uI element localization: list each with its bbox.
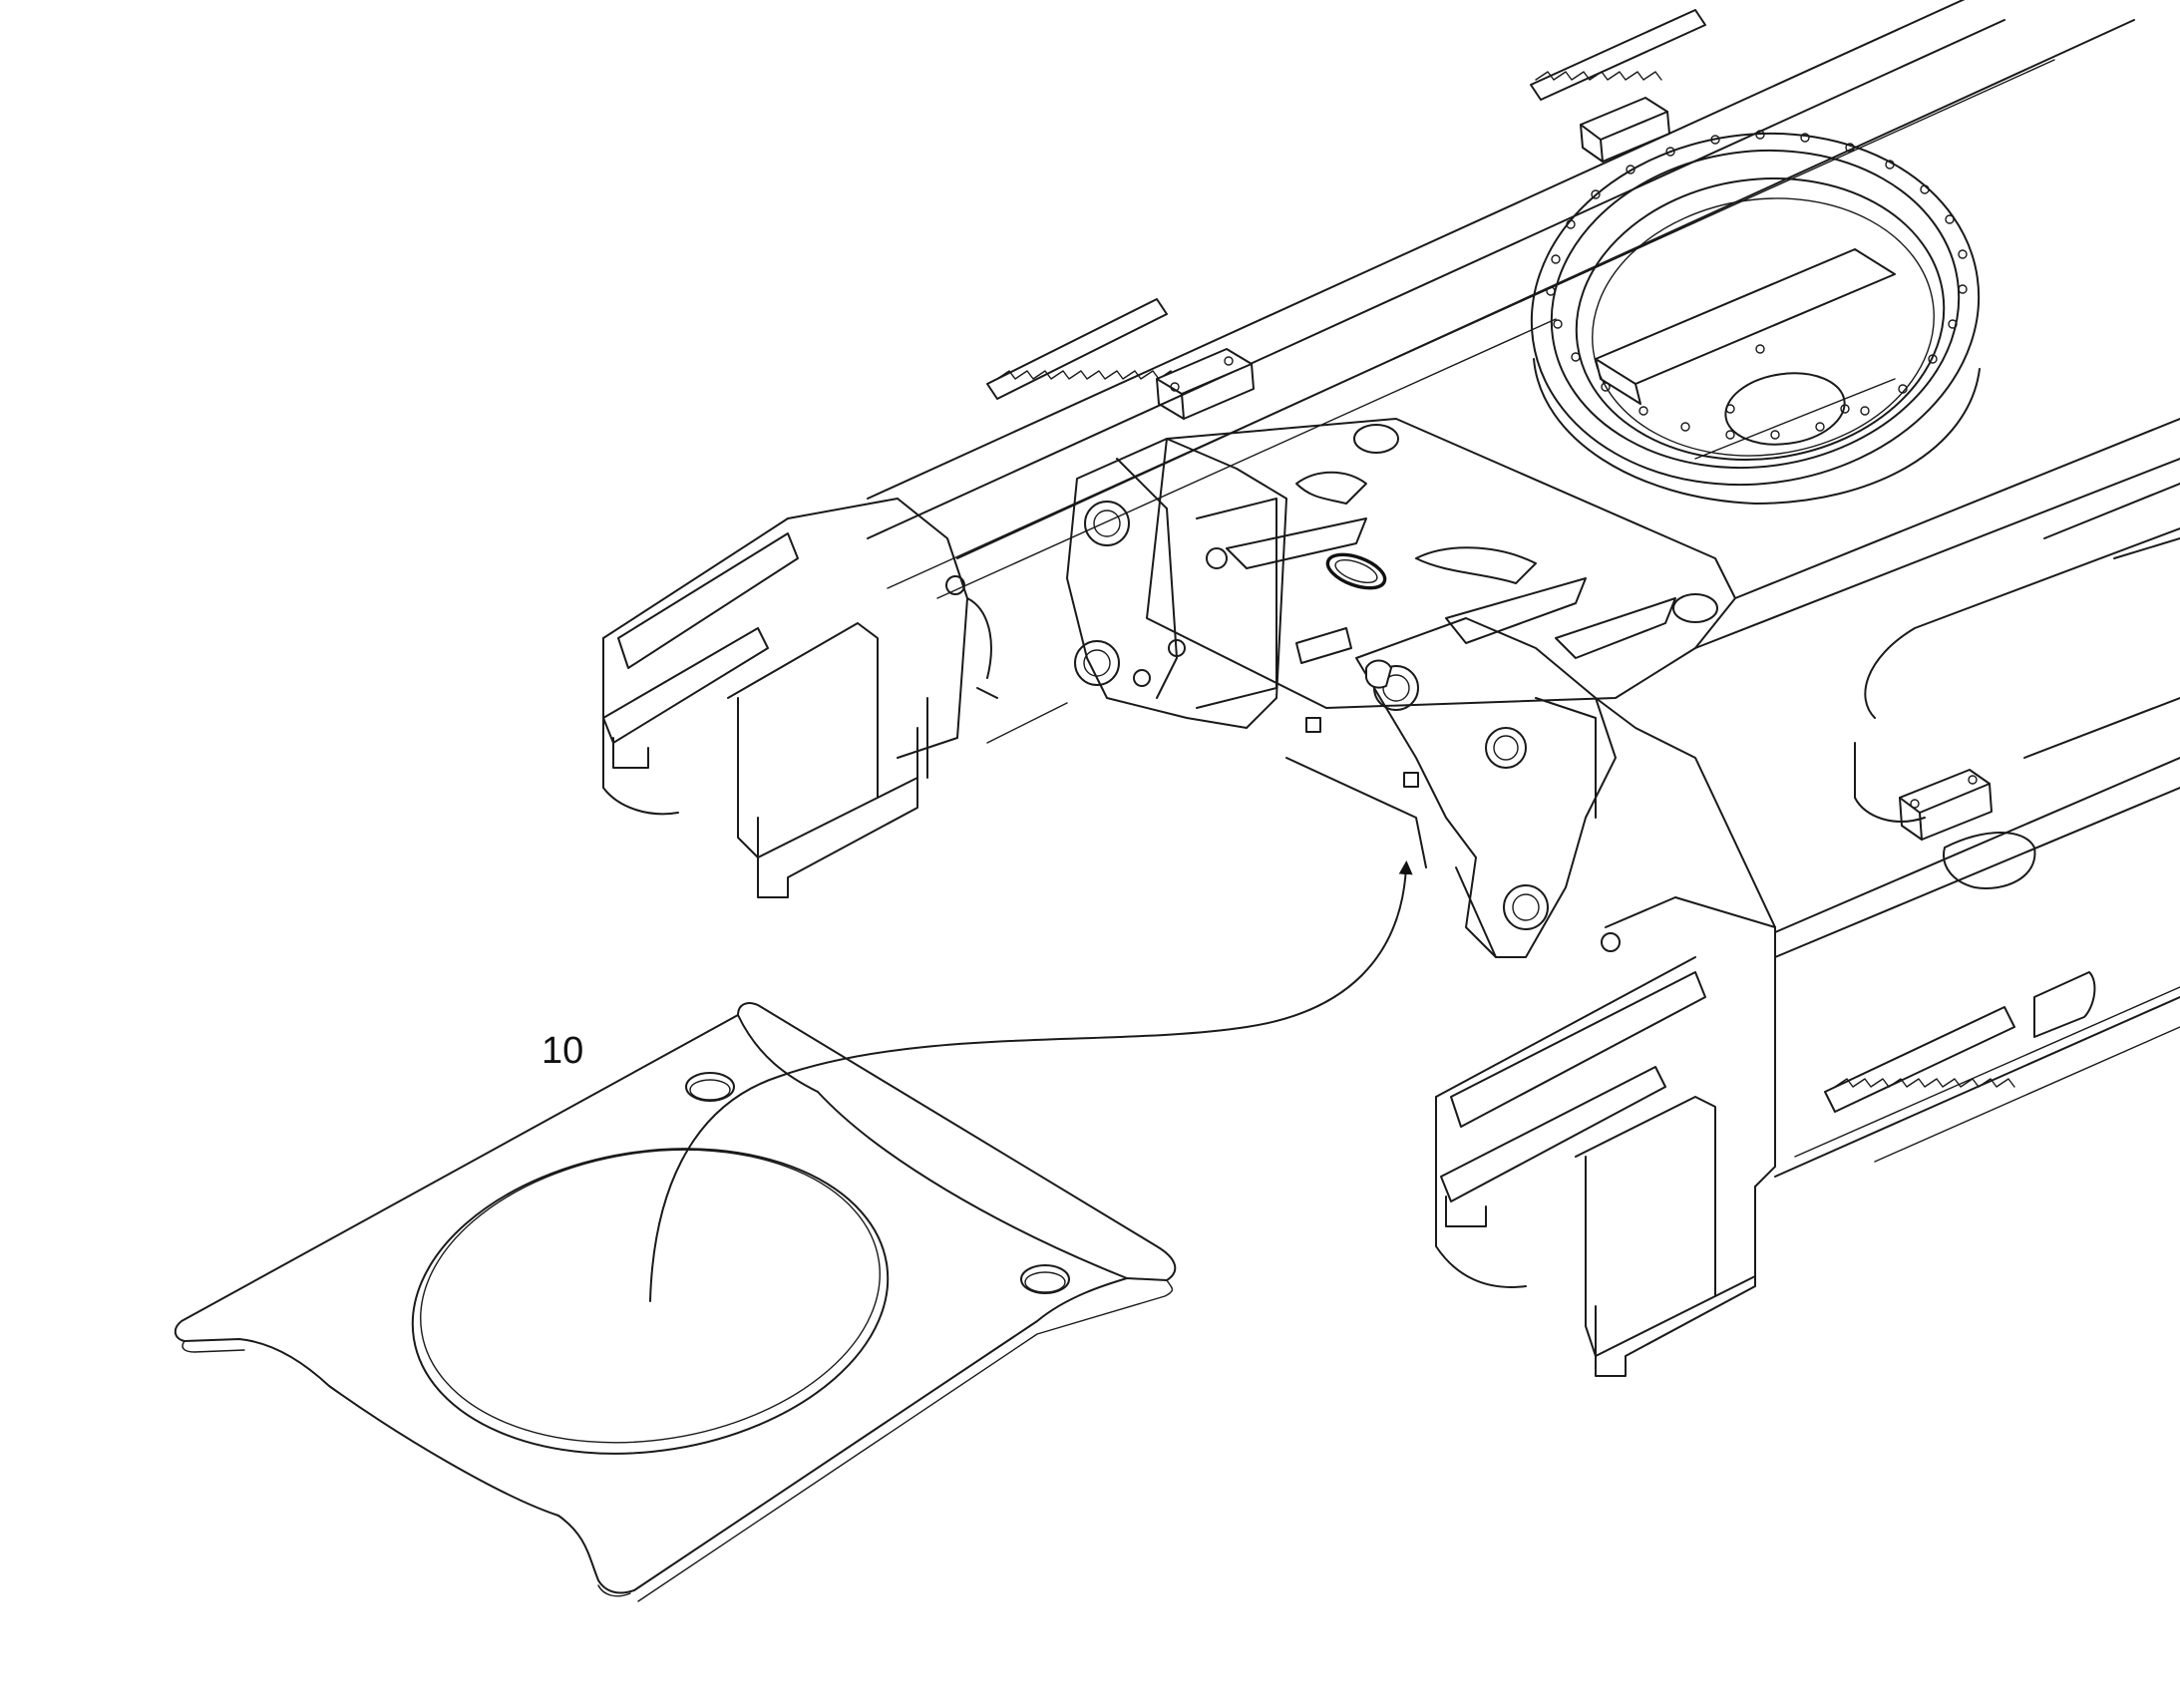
plate-large-hole — [411, 1148, 890, 1455]
left-bracket — [1066, 438, 1287, 729]
plate-small-hole-upper — [685, 1072, 735, 1102]
upper-track-frame — [867, 0, 2135, 599]
callout-leader-line — [649, 860, 1413, 1302]
right-bracket — [1285, 617, 1617, 958]
plate-part — [174, 1002, 1177, 1602]
left-track-end — [602, 498, 1068, 898]
center-body — [1146, 418, 2180, 889]
callout-10: 10 — [542, 860, 1413, 1302]
ring-bolt-holes — [1546, 130, 1968, 440]
swing-bearing-ring — [1530, 130, 1981, 505]
plate-small-hole-lower — [1020, 1264, 1070, 1294]
right-track-end — [1435, 697, 2180, 1377]
callout-number: 10 — [542, 1030, 583, 1072]
undercarriage-frame — [602, 0, 2180, 1377]
